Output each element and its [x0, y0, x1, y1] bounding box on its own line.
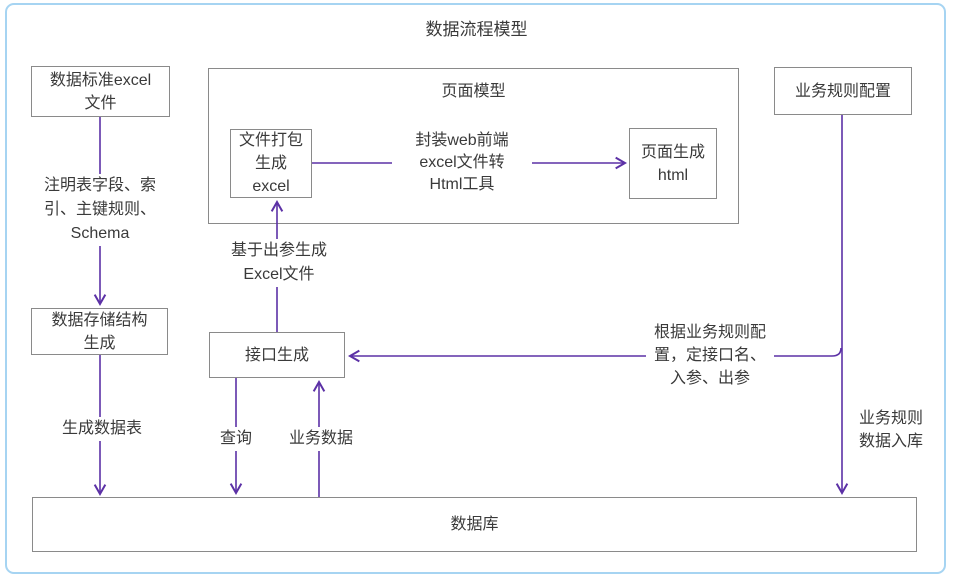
- edge-label-query: 查询: [215, 427, 257, 451]
- edge-label-rules-into-db: 业务规则 数据入库: [855, 407, 927, 453]
- edge-bizrules-to-apigen: [347, 347, 842, 363]
- edge-label-schema-note: 注明表字段、索 引、主键规则、 Schema: [36, 174, 164, 246]
- node-biz-rules-config: 业务规则配置: [774, 67, 912, 115]
- node-api-gen: 接口生成: [209, 332, 345, 378]
- edge-label-gen-data-table: 生成数据表: [56, 417, 148, 441]
- edge-label-biz-data: 业务数据: [285, 427, 357, 451]
- node-storage-structure-gen: 数据存储结构 生成: [31, 308, 168, 355]
- node-database: 数据库: [32, 497, 917, 552]
- diagram-title: 数据流程模型: [425, 20, 528, 39]
- edge-label-web-tool: 封装web前端 excel文件转 Html工具: [392, 130, 532, 196]
- group-page-model-label: 页面模型: [441, 83, 506, 100]
- diagram-frame: [5, 3, 946, 574]
- edge-label-excel-from-params: 基于出参生成 Excel文件: [225, 239, 333, 287]
- node-page-html: 页面生成 html: [629, 128, 717, 199]
- edge-label-rule-config-note: 根据业务规则配 置，定接口名、 入参、出参: [646, 321, 774, 390]
- node-file-package: 文件打包 生成 excel: [230, 129, 312, 198]
- node-excel-standard-file: 数据标准excel 文件: [31, 66, 170, 117]
